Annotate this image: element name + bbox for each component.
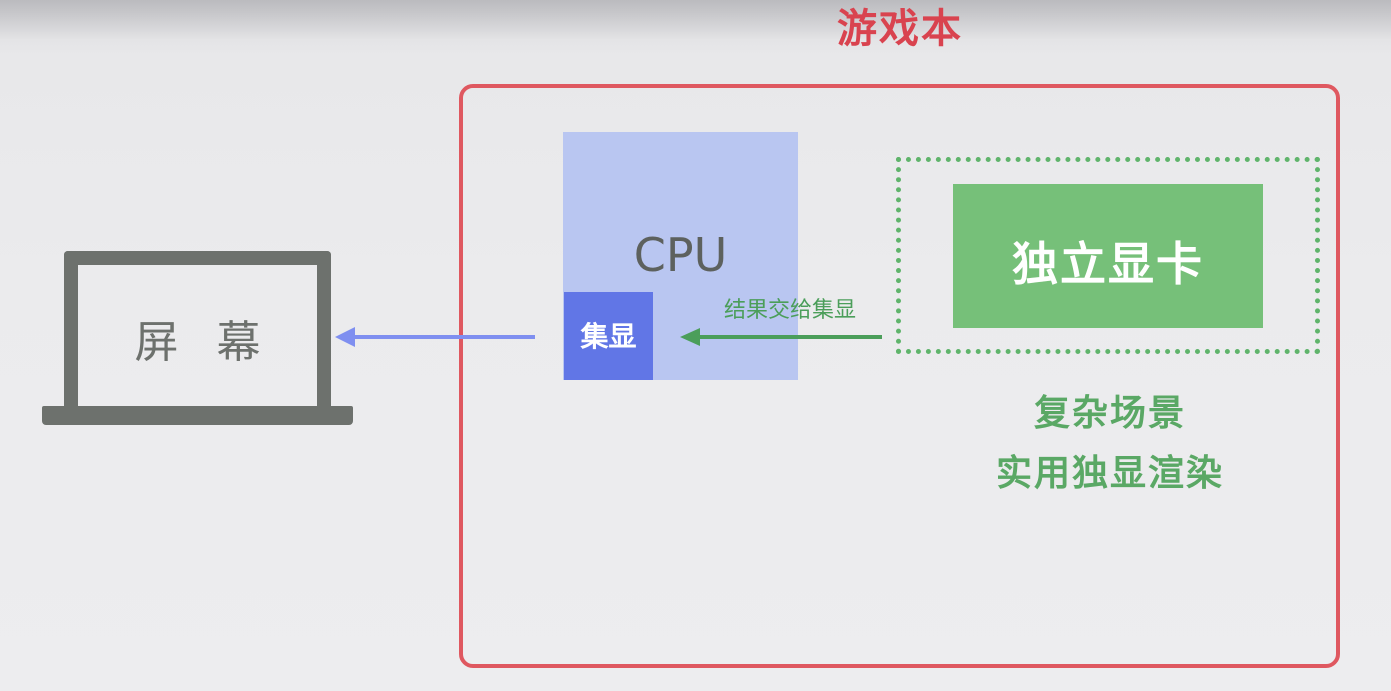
cpu-label: CPU (633, 228, 728, 282)
discrete-gpu-block (953, 184, 1263, 328)
arrow-left-icon (680, 328, 882, 346)
integrated-gpu-block (564, 292, 653, 380)
discrete-gpu-dotted-frame (896, 157, 1320, 354)
arrow-left-icon (335, 327, 535, 347)
integrated-gpu-label: 集显 (580, 320, 637, 353)
discrete-gpu-label: 独立显卡 (1012, 237, 1204, 291)
laptop-base (42, 406, 353, 425)
arrow-label: 结果交给集显 (723, 298, 856, 323)
laptop-screen-outline (64, 251, 331, 414)
screen-label: 屏 幕 (134, 317, 273, 368)
top-shade (0, 0, 1391, 40)
note-line-2: 实用独显渲染 (995, 453, 1224, 494)
gaming-laptop-frame (459, 84, 1340, 668)
note-line-1: 复杂场景 (1033, 393, 1186, 434)
diagram-title: 游戏本 (837, 6, 963, 52)
